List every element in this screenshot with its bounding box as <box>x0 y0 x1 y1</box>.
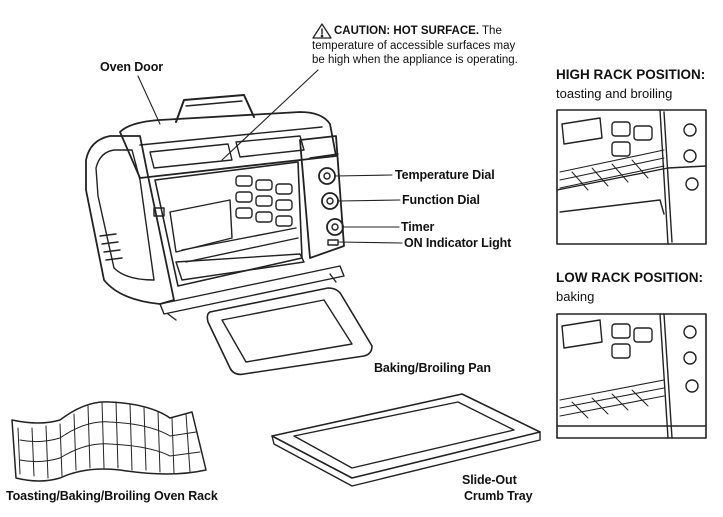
label-oven-rack: Toasting/Baking/Broiling Oven Rack <box>6 489 218 503</box>
high-rack-title: HIGH RACK POSITION: <box>556 67 706 82</box>
label-oven-door: Oven Door <box>100 60 163 74</box>
label-function-dial: Function Dial <box>402 193 480 207</box>
label-crumb-tray-2: Crumb Tray <box>464 489 533 503</box>
function-dial-icon <box>321 192 339 210</box>
label-on-indicator-light: ON Indicator Light <box>404 236 512 250</box>
on-indicator-light-icon <box>327 239 339 246</box>
caution-text-1: The <box>482 25 502 37</box>
control-panel <box>299 135 345 259</box>
baking-pan-illustration <box>206 287 373 376</box>
low-rack-subtitle: baking <box>556 289 595 304</box>
timer-dial-icon <box>326 218 344 236</box>
caution-text-3: be high when the appliance is operating. <box>312 54 518 66</box>
leader-lines <box>137 69 403 244</box>
oven-rack-illustration <box>11 401 207 482</box>
warning-triangle-icon <box>312 23 332 39</box>
label-crumb-tray-1: Slide-Out <box>462 473 517 487</box>
oven-top <box>119 111 337 179</box>
high-rack-detail <box>556 109 707 245</box>
caution-text-2: temperature of accessible surfaces may <box>312 39 516 52</box>
label-temperature-dial: Temperature Dial <box>395 168 495 182</box>
crumb-tray-illustration <box>271 393 541 487</box>
label-timer: Timer <box>401 220 435 234</box>
low-rack-detail <box>556 313 707 439</box>
oven-handle <box>175 94 255 123</box>
caution-heading: CAUTION: HOT SURFACE. <box>334 25 480 37</box>
low-rack-title: LOW RACK POSITION: <box>556 270 703 285</box>
caution-note: CAUTION: HOT SURFACE. The temperature of… <box>312 24 542 68</box>
oven-interior <box>154 161 303 287</box>
high-rack-subtitle: toasting and broiling <box>556 86 673 101</box>
toaster-oven-illustration <box>85 94 345 321</box>
label-baking-pan: Baking/Broiling Pan <box>374 361 491 375</box>
temperature-dial-icon <box>318 167 336 185</box>
